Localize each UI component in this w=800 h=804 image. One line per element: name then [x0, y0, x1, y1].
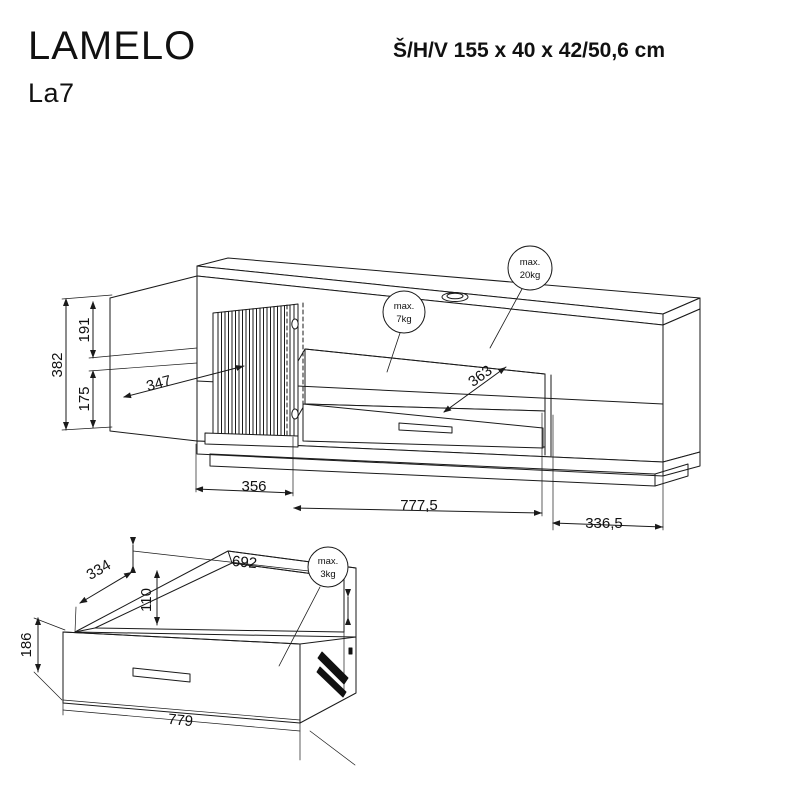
- hinge-icon-upper: [291, 318, 299, 330]
- dim-drawer-inner-width: 692: [231, 553, 258, 573]
- drawer-detail-handle-icon: [132, 667, 191, 683]
- drawer-dimension-lines: [33, 537, 356, 766]
- cabinet-body: [109, 257, 701, 487]
- badge-3kg-line2: 3kg: [320, 569, 335, 580]
- dim-drawer-front-width: 779: [167, 711, 194, 731]
- cabinet-right-side: [662, 308, 701, 463]
- load-badge-20kg: [489, 245, 553, 349]
- badge-3kg-line1: max.: [318, 556, 339, 567]
- badge-7kg-line1: max.: [394, 301, 415, 312]
- page-title: LAMELO: [28, 24, 197, 68]
- badge-text-layer: max. 20kg max. 7kg max. 3kg: [318, 257, 541, 580]
- dim-overall-height: 382: [49, 352, 66, 377]
- dim-drawer-inner-depth: 334: [84, 556, 114, 583]
- title-block: LAMELO La7 Š/H/V 155 x 40 x 42/50,6 cm: [0, 0, 800, 130]
- lamella-door-panel: [212, 304, 291, 441]
- lamella-door-dashed-outline: [286, 302, 304, 439]
- cabinet-plinth: [196, 440, 701, 487]
- load-badge-7kg: [382, 290, 426, 373]
- badge-20kg-line1: max.: [520, 257, 541, 268]
- badge-7kg-line2: 7kg: [396, 314, 411, 325]
- dim-upper-height: 191: [76, 317, 93, 342]
- lamella-base-rail: [204, 432, 299, 448]
- dim-lower-height: 175: [76, 386, 93, 411]
- drawer-handle-icon: [398, 422, 453, 434]
- cable-grommet-icon: [441, 292, 469, 302]
- dim-right-section-width: 336,5: [585, 515, 623, 532]
- product-dimensions-label: Š/H/V 155 x 40 x 42/50,6 cm: [393, 39, 666, 62]
- cabinet-right-door: [544, 373, 552, 457]
- dim-lamella-width: 347: [145, 372, 174, 395]
- cabinet-dimension-lines: [61, 294, 664, 531]
- hinge-icon-lower: [291, 408, 299, 420]
- dim-lamella-base-width: 356: [241, 478, 266, 495]
- model-code: La7: [28, 78, 75, 108]
- badge-20kg-line2: 20kg: [520, 270, 541, 281]
- dim-drawer-inner-side-height: 110: [138, 588, 155, 612]
- load-badge-3kg: [278, 546, 349, 667]
- drawer-runner-icon: [316, 647, 353, 698]
- cabinet-left-end: [109, 275, 198, 442]
- dim-center-drawer-width: 777,5: [400, 497, 438, 514]
- dim-drawer-height: 186: [18, 632, 35, 657]
